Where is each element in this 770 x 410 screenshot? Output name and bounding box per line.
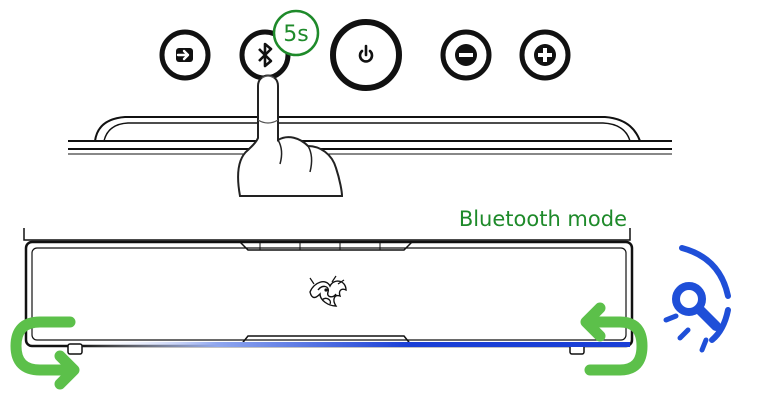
power-icon <box>358 44 374 63</box>
pressing-finger <box>237 74 344 197</box>
minus-icon <box>455 44 477 66</box>
mode-label: Bluetooth mode <box>459 207 627 231</box>
volume-up-button[interactable] <box>519 29 571 81</box>
bluetooth-icon <box>258 42 273 68</box>
volume-down-button[interactable] <box>440 29 492 81</box>
source-button[interactable] <box>159 29 211 81</box>
plus-icon <box>534 44 556 66</box>
soundbar-front <box>23 228 634 348</box>
light-bar <box>80 342 630 347</box>
loop-arrow-left-icon <box>10 316 80 390</box>
search-pairing-icon <box>663 245 731 353</box>
power-button[interactable] <box>330 19 402 91</box>
source-icon <box>176 48 193 62</box>
hold-duration-label: 5s <box>283 22 308 47</box>
loop-arrow-right-icon <box>580 302 648 376</box>
hold-badge: 5s <box>272 9 320 57</box>
speaker-top-edge <box>68 116 672 155</box>
razer-logo <box>309 275 347 307</box>
